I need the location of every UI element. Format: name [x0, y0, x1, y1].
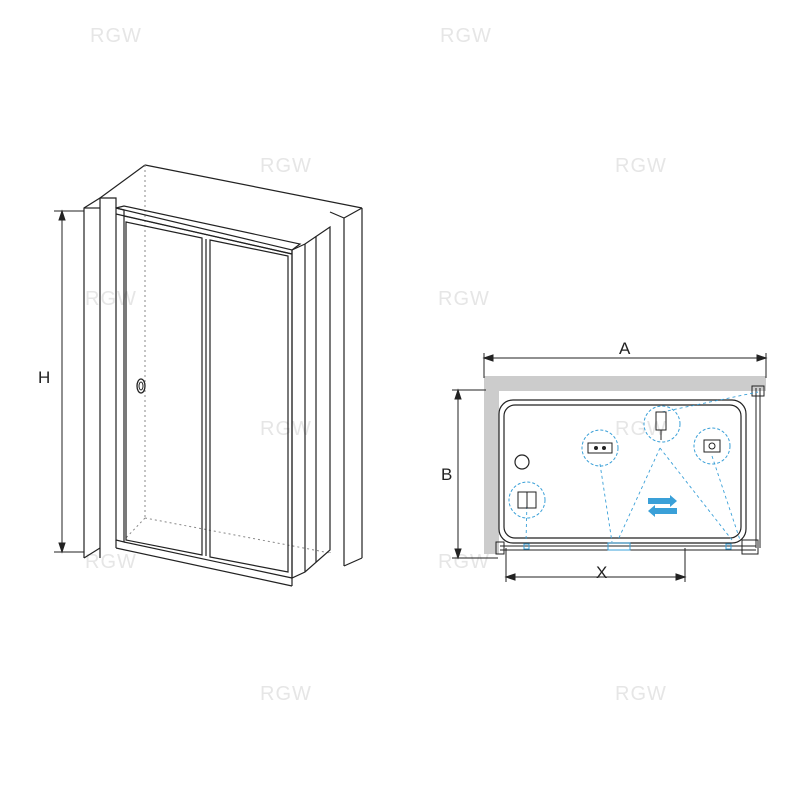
- top-rail: [115, 205, 302, 255]
- drain-icon: [514, 454, 530, 470]
- opening-label: X: [596, 563, 607, 582]
- side-panel: [291, 225, 331, 579]
- width-label: A: [619, 339, 631, 358]
- plan-view: [484, 376, 766, 555]
- callout-lines: [525, 391, 759, 543]
- watermark-text: RGW: [440, 25, 492, 47]
- watermark-text: RGW: [260, 418, 312, 440]
- watermark-text: RGW: [615, 683, 667, 705]
- watermark-text: RGW: [90, 25, 142, 47]
- door-leaf-left: [125, 221, 203, 556]
- width-dimension: [482, 353, 768, 378]
- door-track: [495, 539, 759, 555]
- watermark-text: RGW: [438, 288, 490, 310]
- depth-label: B: [441, 465, 452, 484]
- watermarks: RGW RGW RGW RGW RGW RGW RGW RGW RGW RGW …: [85, 25, 667, 705]
- slide-arrows-icon: [648, 495, 677, 517]
- depth-dimension: [452, 388, 498, 560]
- height-dimension: [54, 209, 84, 554]
- perspective-view: [83, 164, 363, 587]
- left-wall: [83, 197, 117, 559]
- side-rail: [751, 385, 765, 548]
- watermark-text: RGW: [615, 155, 667, 177]
- corner-seal-icon: [508, 481, 546, 519]
- back-wall: [99, 164, 363, 567]
- watermark-text: RGW: [260, 683, 312, 705]
- door-leaf-right: [205, 239, 289, 573]
- handle-knob: [136, 378, 146, 394]
- hinge-detail-icon: [643, 405, 681, 443]
- opening-dimension: [504, 548, 687, 582]
- door-frame: [115, 207, 293, 587]
- watermark-text: RGW: [85, 288, 137, 310]
- watermark-text: RGW: [438, 551, 490, 573]
- door-profile-icon: [581, 429, 619, 467]
- height-label: H: [38, 368, 50, 387]
- roller-detail-icon: [693, 427, 731, 465]
- watermark-text: RGW: [260, 155, 312, 177]
- watermark-text: RGW: [615, 418, 667, 440]
- watermark-text: RGW: [85, 551, 137, 573]
- plan-walls: [484, 376, 766, 554]
